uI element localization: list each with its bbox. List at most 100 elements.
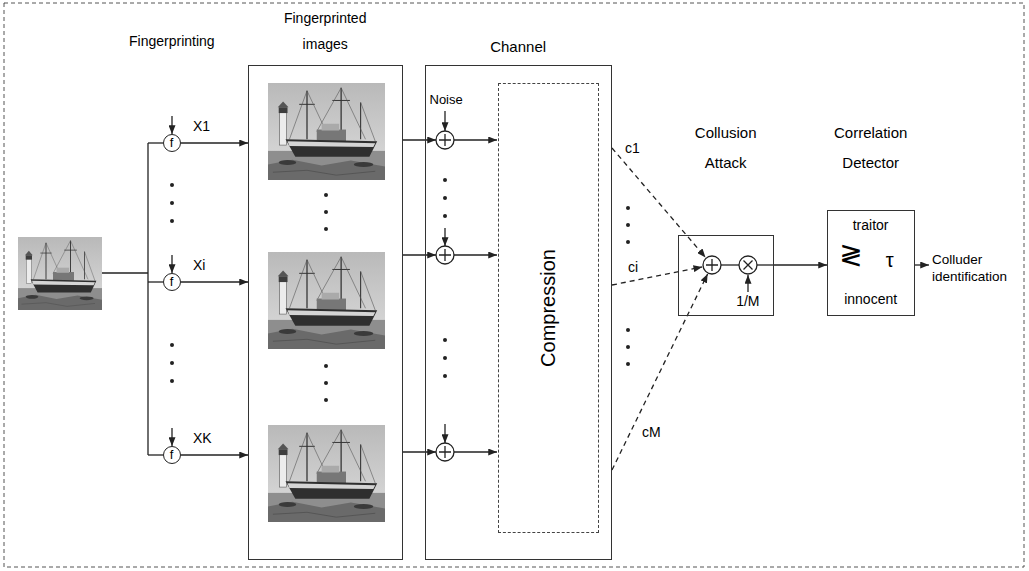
ellipsis-dots — [626, 240, 630, 244]
collusion-operators — [721, 264, 739, 265]
ellipsis-dots — [170, 219, 174, 223]
adder-symbol — [436, 131, 454, 461]
ellipsis-dots — [626, 362, 630, 366]
ellipsis-dots — [626, 206, 630, 210]
ellipsis-dots — [443, 338, 447, 342]
adder-symbol — [436, 131, 454, 149]
ellipsis-dots — [324, 364, 328, 368]
channel-box: ChannelCompression — [425, 65, 612, 560]
threshold-symbol: τ — [886, 248, 894, 272]
function-symbol: f — [170, 275, 174, 289]
detector-box: Correlation Detectortraitor≷τinnocent — [827, 210, 915, 316]
ellipsis-dots — [443, 178, 447, 182]
key-input-arrow — [171, 255, 172, 273]
adder-symbol — [439, 134, 451, 146]
outer-frame — [4, 3, 1024, 567]
collusion-operators — [757, 264, 774, 265]
output-label: Colluder identification — [932, 251, 1022, 285]
collusion-box: Collusion Attack1/M — [678, 235, 774, 316]
branch-wire — [102, 272, 148, 273]
ellipsis-dots — [170, 178, 630, 402]
ellipsis-dots — [170, 183, 174, 187]
ellipsis-dots — [626, 328, 630, 332]
output-arrow — [915, 264, 929, 265]
ellipsis-dots — [170, 343, 174, 347]
ellipsis-dots — [443, 374, 447, 378]
block-heading: Correlation Detector — [811, 118, 931, 178]
signal-label: c1 — [624, 140, 641, 156]
signal-arrow — [454, 451, 497, 452]
function-circle: f — [163, 446, 181, 464]
function-circle: f — [163, 273, 181, 291]
decision-label: innocent — [844, 291, 897, 308]
collusion-operators — [703, 256, 721, 274]
connector-arrow — [181, 142, 248, 143]
connector-arrow — [612, 148, 706, 257]
signal-arrow — [454, 254, 497, 255]
branch-wire — [102, 143, 163, 455]
ellipsis-dots — [170, 201, 174, 205]
ellipsis-dots — [443, 356, 447, 360]
comparison-symbol: ≷ — [839, 240, 862, 271]
branch-wire — [148, 142, 163, 143]
output-arrow — [915, 264, 929, 265]
connector-arrow — [403, 139, 436, 140]
ellipsis-dots — [324, 398, 328, 402]
function-symbol: f — [170, 448, 174, 462]
adder-symbol — [439, 446, 451, 458]
signal-label: Noise — [430, 92, 463, 108]
signal-label: XK — [192, 430, 213, 446]
branch-wire — [147, 143, 148, 455]
adder-symbol — [436, 246, 454, 264]
signal-label: ci — [627, 259, 639, 275]
collusion-operators — [703, 256, 774, 274]
connector-arrow — [774, 264, 827, 265]
connector-arrow — [612, 274, 708, 470]
fingerprinted-image — [268, 83, 385, 522]
scale-arrow — [747, 275, 748, 292]
panel-heading: Fingerprinted images — [270, 5, 380, 57]
ellipsis-dots — [170, 379, 174, 383]
compression-box: Compression — [498, 83, 599, 533]
block-heading: Collusion Attack — [681, 118, 771, 178]
noise-arrow — [444, 228, 445, 246]
fingerprinted-image — [268, 252, 385, 349]
ellipsis-dots — [626, 345, 630, 349]
connector-arrow — [612, 267, 702, 285]
ellipsis-dots — [324, 227, 328, 231]
function-symbol: f — [170, 136, 174, 150]
ellipsis-dots — [324, 210, 328, 214]
scale-factor: 1/M — [736, 293, 759, 310]
box-label: Compression — [536, 249, 560, 367]
fingerprinted-image — [268, 83, 385, 180]
connector-arrow — [181, 281, 248, 282]
collusion-operators — [706, 259, 718, 271]
adder-symbol — [436, 443, 454, 461]
signal-label: Xi — [192, 257, 206, 273]
noise-arrow — [444, 111, 445, 443]
noise-arrow — [444, 424, 445, 443]
signal-arrow — [454, 139, 497, 140]
connector-arrow — [403, 451, 436, 452]
adder-symbol — [439, 249, 451, 261]
signal-label: X1 — [192, 118, 211, 134]
source-image — [18, 237, 102, 310]
stage-heading: Fingerprinting — [129, 33, 215, 50]
ellipsis-dots — [324, 381, 328, 385]
ellipsis-dots — [443, 196, 447, 200]
fingerprinted-image — [268, 425, 385, 522]
decision-label: traitor — [853, 217, 889, 234]
noise-arrow — [444, 111, 445, 131]
branch-wire — [148, 281, 163, 282]
source-image — [18, 237, 102, 310]
signal-arrow — [454, 140, 497, 452]
connector-arrow — [181, 454, 248, 455]
branch-wire — [148, 454, 163, 455]
connector-arrow — [403, 254, 436, 255]
image-panel: Fingerprinted images — [248, 65, 403, 560]
collusion-operators — [739, 256, 757, 274]
ellipsis-dots — [170, 361, 174, 365]
ellipsis-dots — [443, 214, 447, 218]
panel-heading: Channel — [490, 38, 546, 56]
signal-label: cM — [641, 424, 662, 440]
